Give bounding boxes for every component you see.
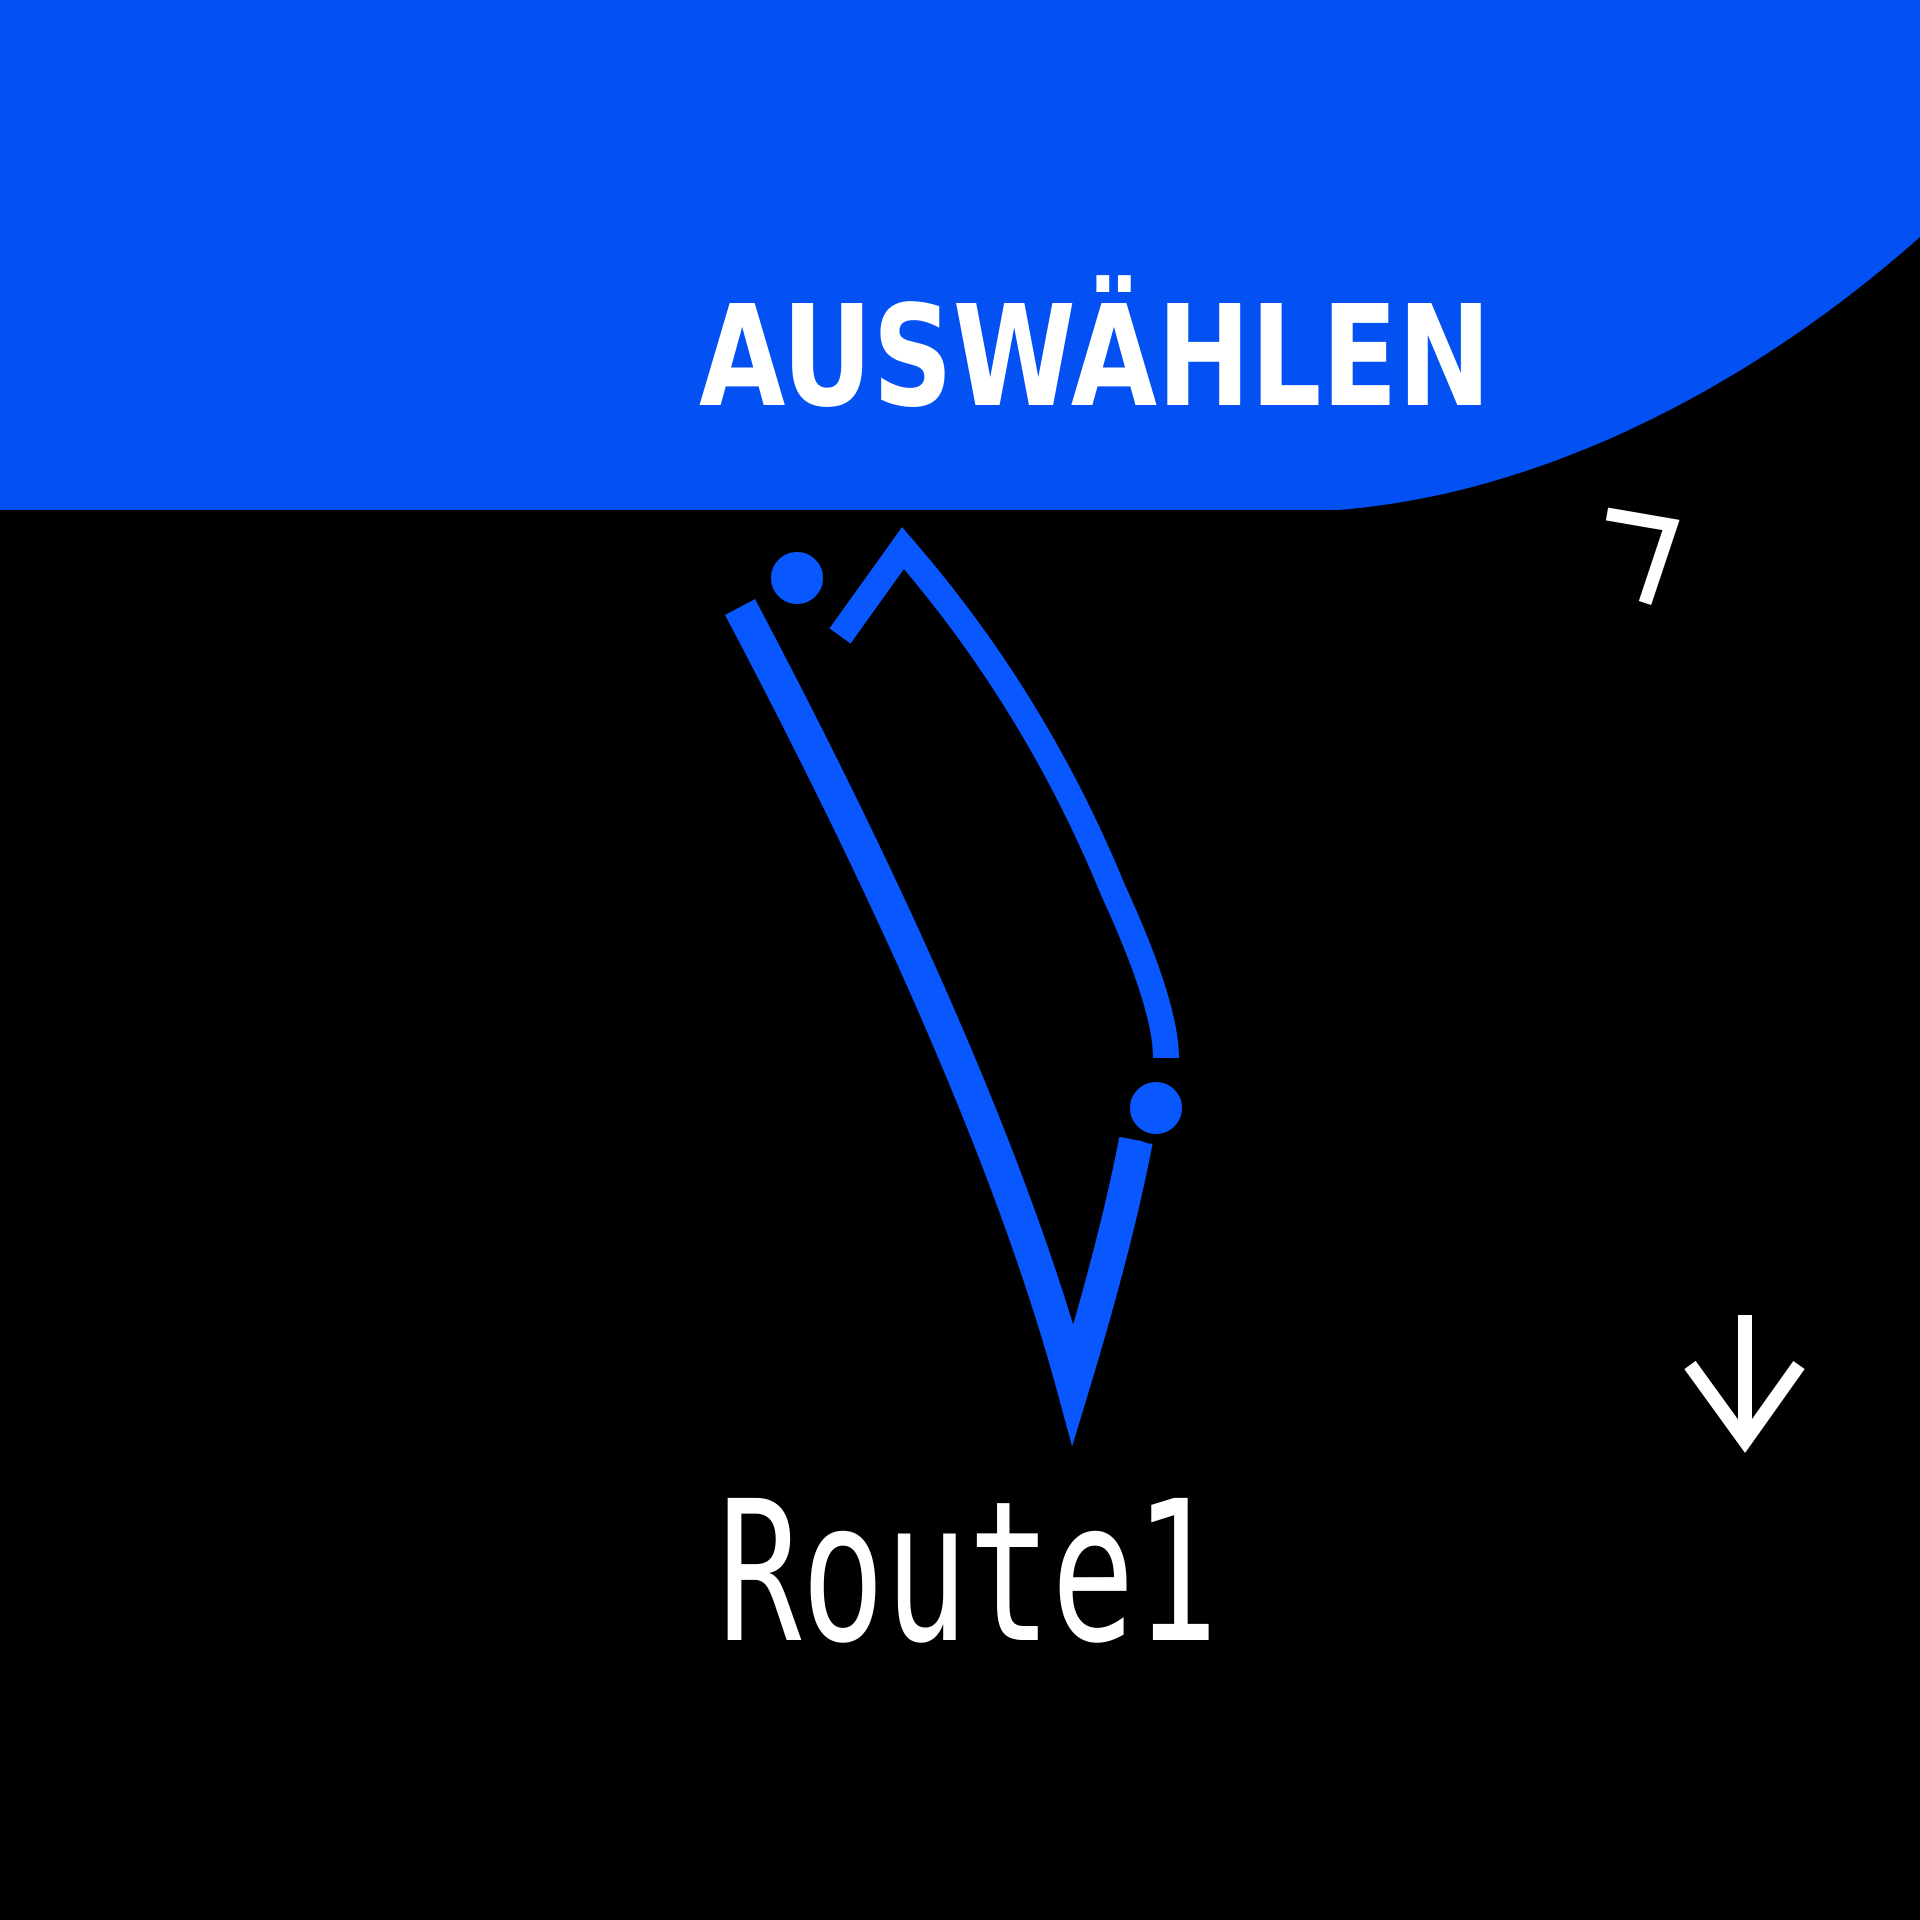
down-arrow-head bbox=[1684, 1360, 1805, 1454]
route-start-dot-icon bbox=[761, 542, 833, 614]
route-name: Route1 bbox=[718, 1459, 1218, 1686]
select-action-banner[interactable] bbox=[0, 0, 1920, 510]
route-path-right bbox=[829, 527, 1179, 1059]
select-action-label: AUSWÄHLEN bbox=[699, 274, 1491, 439]
route-preview bbox=[724, 527, 1192, 1447]
route-end-dot-icon bbox=[1120, 1072, 1192, 1144]
route-path-left bbox=[724, 599, 1153, 1447]
up-right-arrow-icon[interactable] bbox=[1605, 507, 1680, 606]
down-arrow-icon[interactable] bbox=[1684, 1315, 1805, 1454]
